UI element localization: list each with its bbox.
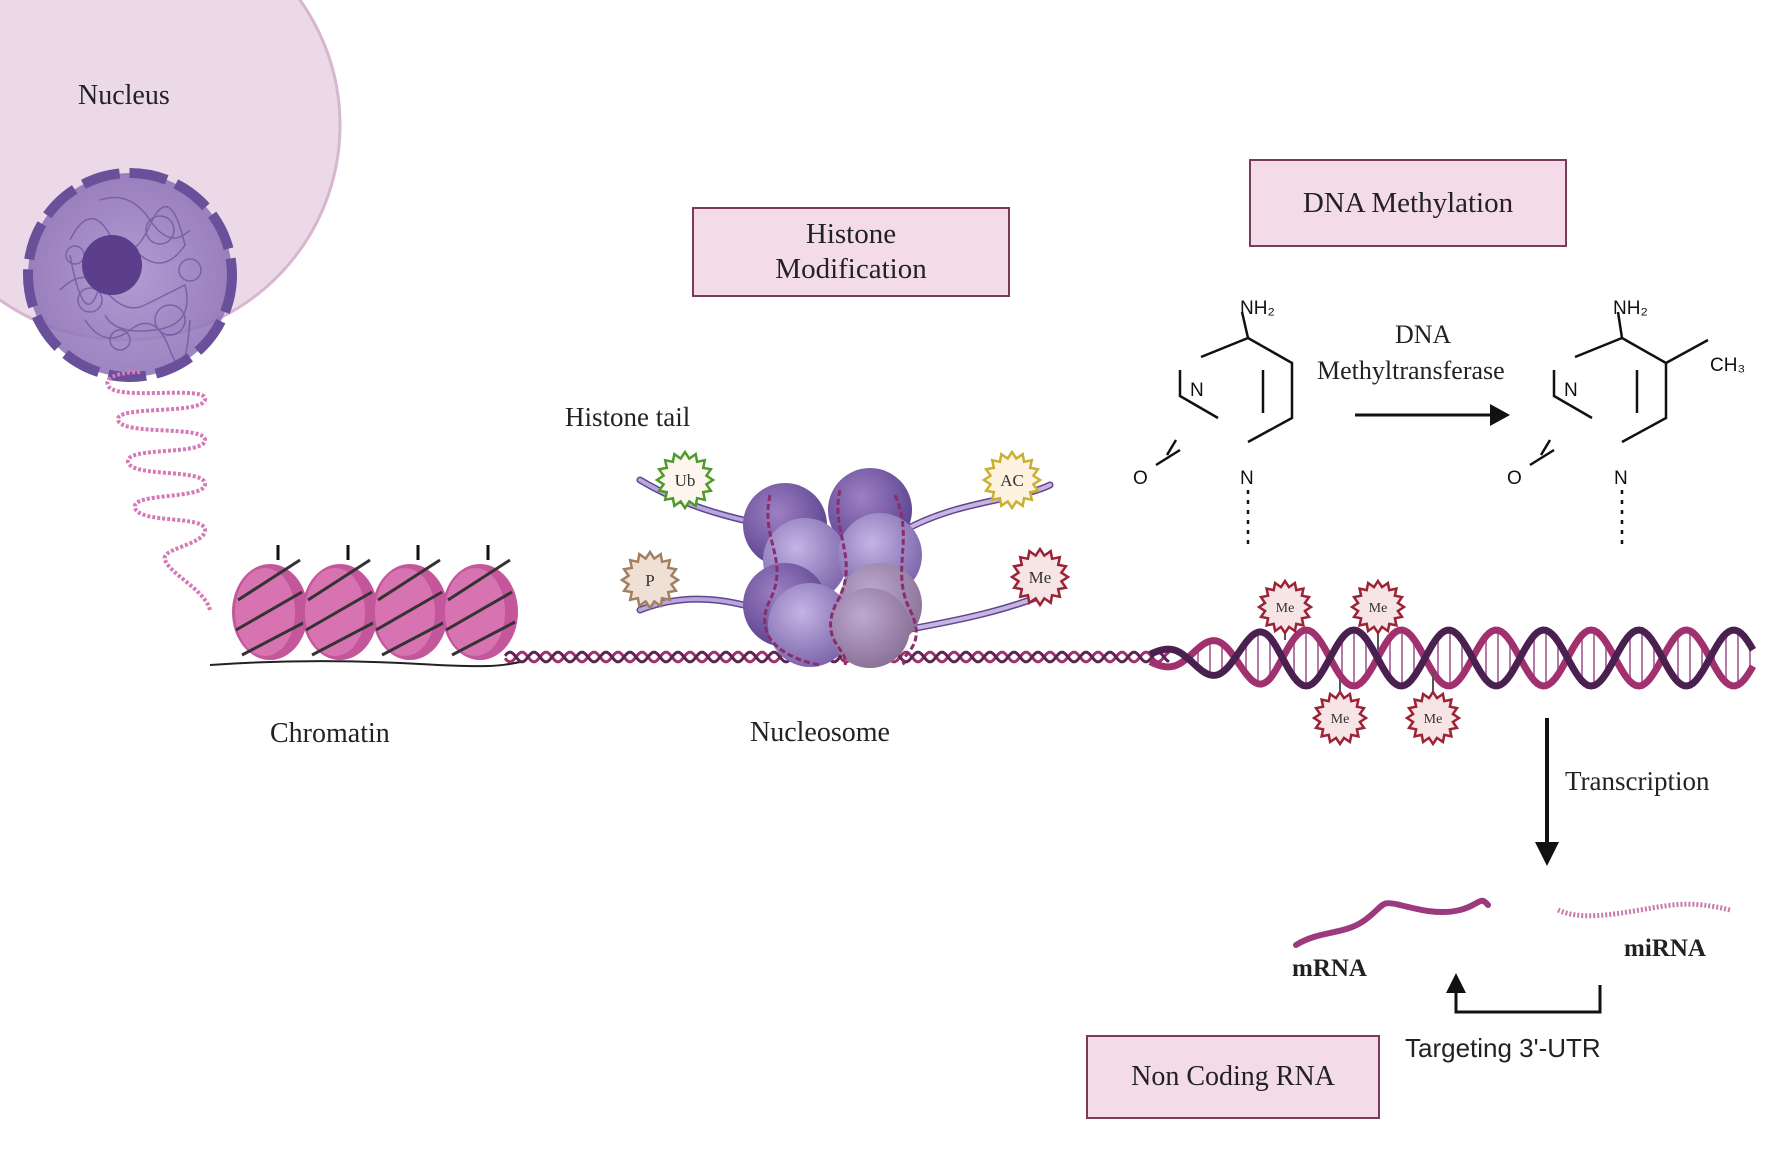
methyl-mark-histone-text: Me [1029, 568, 1052, 587]
non-coding-rna-title: Non Coding RNA [1131, 1061, 1335, 1093]
methyltransferase-label: Methyltransferase [1317, 356, 1505, 385]
cytosine-structure [1155, 311, 1294, 548]
methyl-mark-histone: Me [1009, 546, 1071, 608]
ubiquitin-mark: Ub [654, 449, 716, 511]
dna-methyl-mark: Me [1311, 689, 1369, 747]
dna-methyl-mark-text: Me [1331, 712, 1350, 727]
dna-methyl-mark-text: Me [1369, 601, 1388, 616]
dna-methylation-title: DNA Methylation [1302, 186, 1514, 219]
chromatin-coil [105, 370, 212, 611]
nh2-label: NH₂ [1240, 298, 1275, 319]
dna-methyl-mark: Me [1404, 689, 1462, 747]
nucleus-label: Nucleus [78, 80, 170, 111]
ch3-label: CH₃ [1710, 355, 1746, 376]
chromatin-array [209, 545, 521, 668]
targeting-label: Targeting 3'-UTR [1405, 1033, 1601, 1063]
mirna-strand [1556, 901, 1731, 919]
dna-methyl-mark: Me [1349, 578, 1407, 636]
histone-marks: Ub AC P Me [619, 449, 1071, 611]
histone-modification-line2: Modification [775, 253, 927, 285]
histone-modification-box: Histone Modification [692, 207, 1010, 297]
transcription-arrow [1535, 718, 1559, 866]
non-coding-rna-box: Non Coding RNA [1086, 1035, 1380, 1119]
nh2-label-methylated: NH₂ [1613, 298, 1648, 319]
n1-label-methylated: N [1614, 468, 1628, 489]
n1-label: N [1240, 468, 1254, 489]
o-label-methylated: O [1507, 468, 1522, 489]
transcription-label: Transcription [1565, 766, 1710, 796]
targeting-arrow [1446, 973, 1602, 1014]
nucleosome-octamer [743, 468, 922, 668]
acetyl-mark-text: AC [1000, 471, 1024, 490]
mirna-label: miRNA [1624, 935, 1706, 962]
phospho-mark: P [619, 549, 681, 611]
phospho-mark-text: P [645, 571, 654, 590]
nucleosome-label: Nucleosome [750, 717, 890, 748]
histone-tail-label: Histone tail [565, 402, 691, 432]
ubiquitin-mark-text: Ub [675, 471, 696, 490]
dna-methylation-box: DNA Methylation [1249, 159, 1567, 247]
dna-methyl-mark-text: Me [1276, 601, 1295, 616]
mrna-label: mRNA [1292, 955, 1367, 982]
n3-label: N [1190, 380, 1204, 401]
chromatin-label: Chromatin [270, 718, 390, 749]
histone-modification-line1: Histone [805, 218, 897, 251]
n3-label-methylated: N [1564, 380, 1578, 401]
dna-methyl-mark: Me [1256, 578, 1314, 636]
o-label: O [1133, 468, 1148, 489]
dna-double-helix [1148, 626, 1757, 690]
nucleus-icon [23, 168, 237, 382]
dna-methyl-mark-text: Me [1424, 712, 1443, 727]
acetyl-mark: AC [981, 449, 1043, 511]
mrna-strand [1293, 897, 1491, 948]
dna-label: DNA [1395, 320, 1452, 349]
5-methylcytosine-structure [1529, 311, 1709, 548]
methyltransferase-arrow [1355, 404, 1510, 426]
